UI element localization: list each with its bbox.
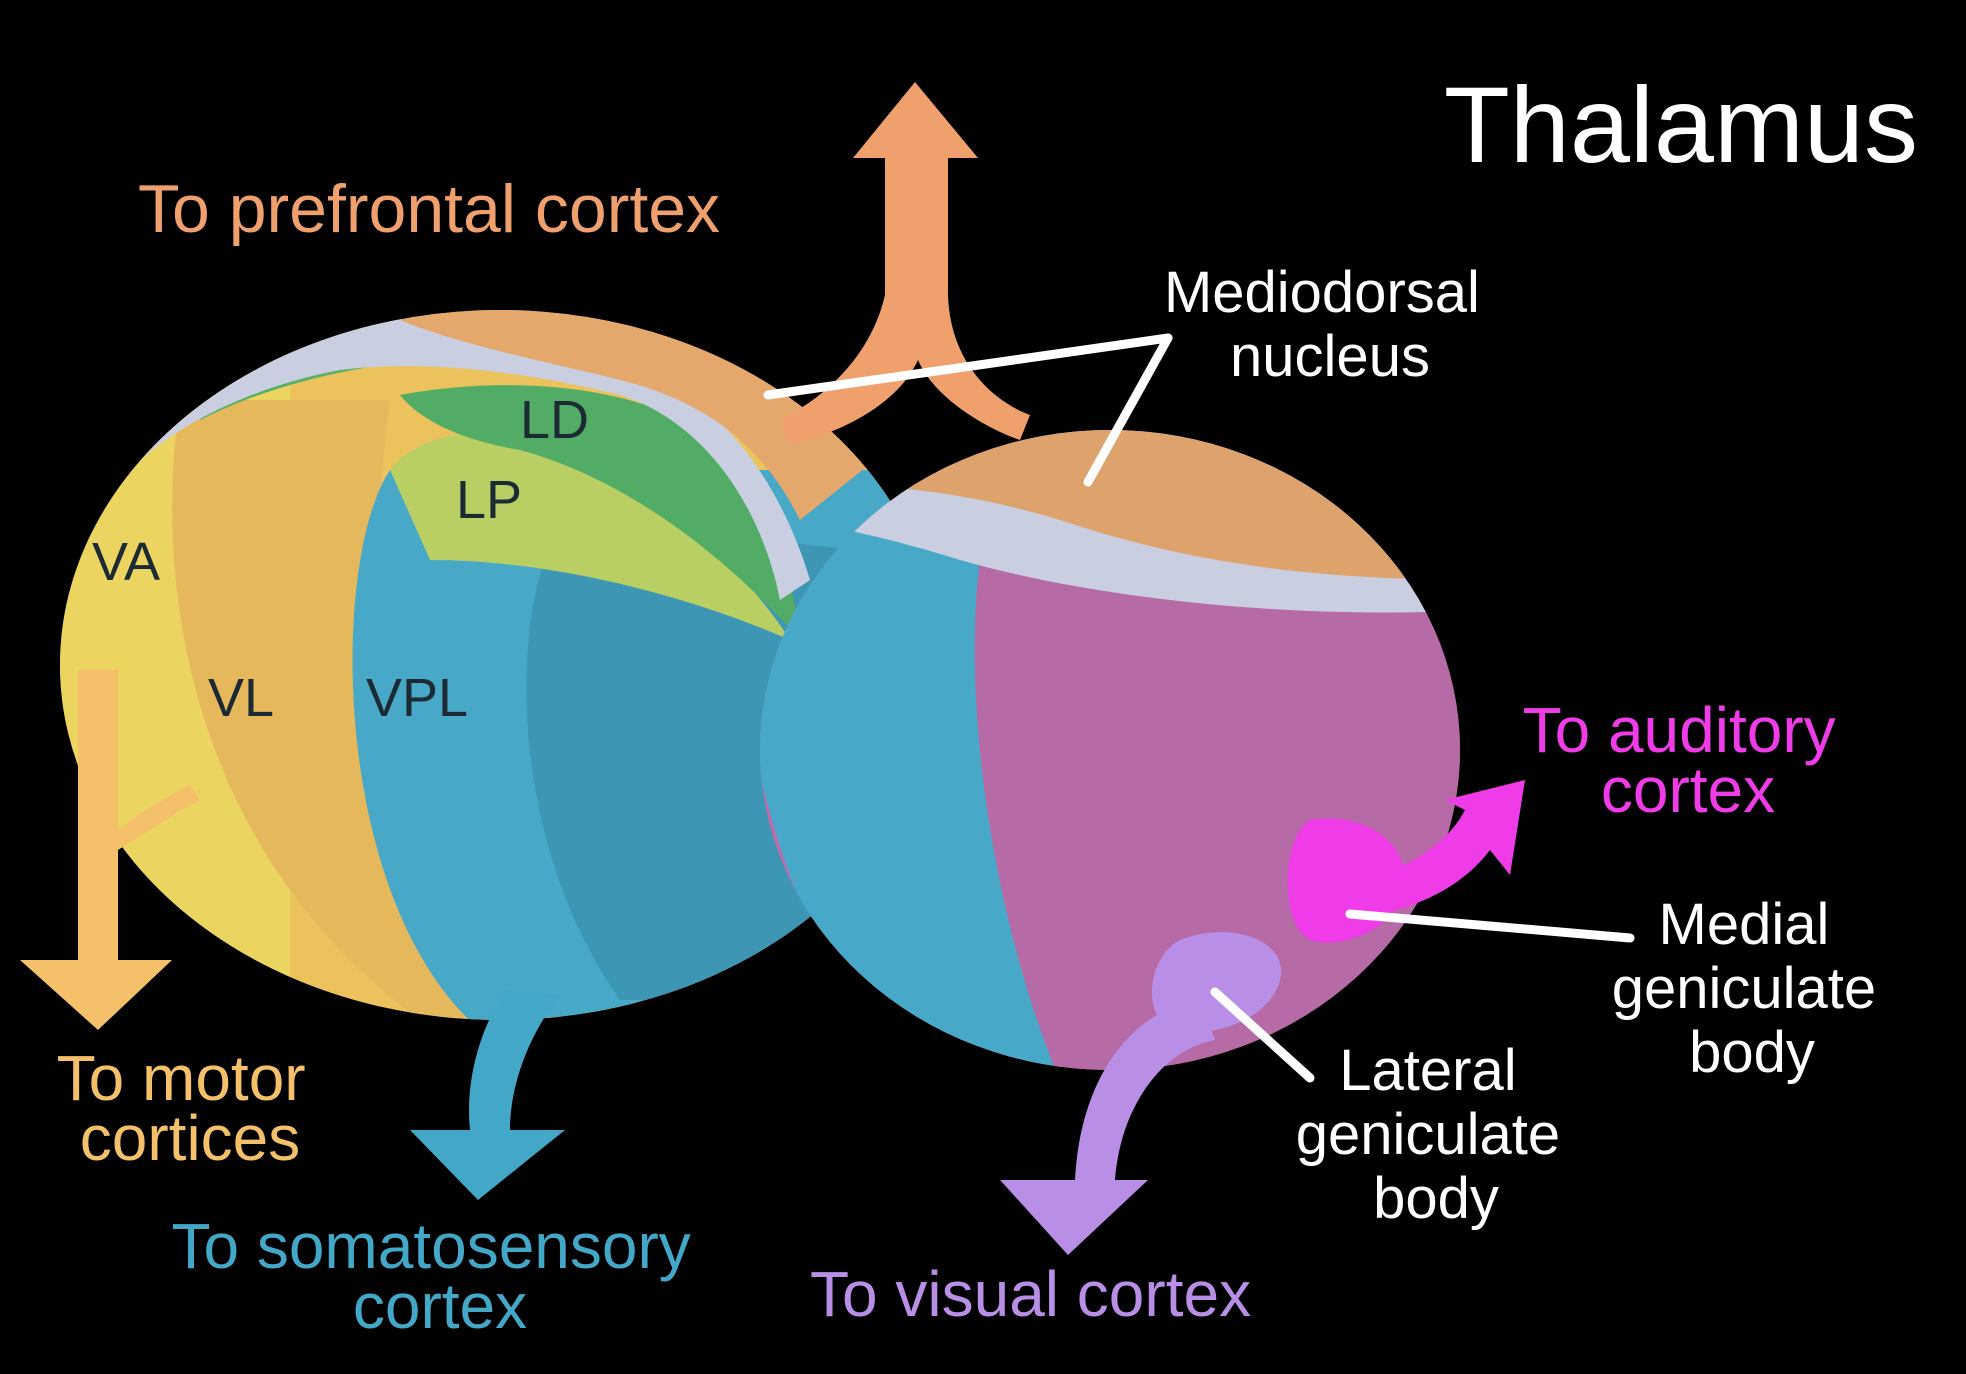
pulvinar-region <box>974 560 1460 1070</box>
label-to-visual-cortex: To visual cortex <box>810 1258 1251 1330</box>
lamina-left <box>120 315 810 600</box>
label-medial-geniculate-body: Medial geniculate body <box>1612 892 1893 1085</box>
leader-mediodorsal <box>763 333 1173 487</box>
label-lateral-geniculate-body: Lateral geniculate body <box>1296 1038 1577 1231</box>
ld-region <box>400 385 800 640</box>
label-to-somatosensory-cortex: To somatosensory cortex <box>171 1210 708 1342</box>
arrow-auditory <box>1360 780 1525 915</box>
nucleus-label-vpl: VPL <box>366 668 468 728</box>
leader-lateral-geniculate <box>1210 987 1315 1083</box>
diagram-title: Thalamus <box>1444 64 1918 185</box>
arrow-motor <box>20 670 200 1030</box>
lp-region <box>390 432 790 640</box>
nucleus-label-lp: LP <box>456 470 522 530</box>
label-to-motor-cortices: To motor cortices <box>57 1042 324 1174</box>
label-to-auditory-cortex: To auditory cortex <box>1523 694 1854 826</box>
arrow-prefrontal <box>780 82 1030 445</box>
arrow-somatosensory <box>410 990 565 1200</box>
nucleus-label-va: VA <box>92 532 160 592</box>
label-to-prefrontal-cortex: To prefrontal cortex <box>138 171 720 247</box>
nucleus-label-vl: VL <box>208 668 274 728</box>
nucleus-label-ld: LD <box>520 390 589 450</box>
leader-medial-geniculate <box>1345 909 1635 943</box>
label-mediodorsal-nucleus: Mediodorsal nucleus <box>1164 260 1496 389</box>
arrow-visual <box>1000 1000 1215 1255</box>
